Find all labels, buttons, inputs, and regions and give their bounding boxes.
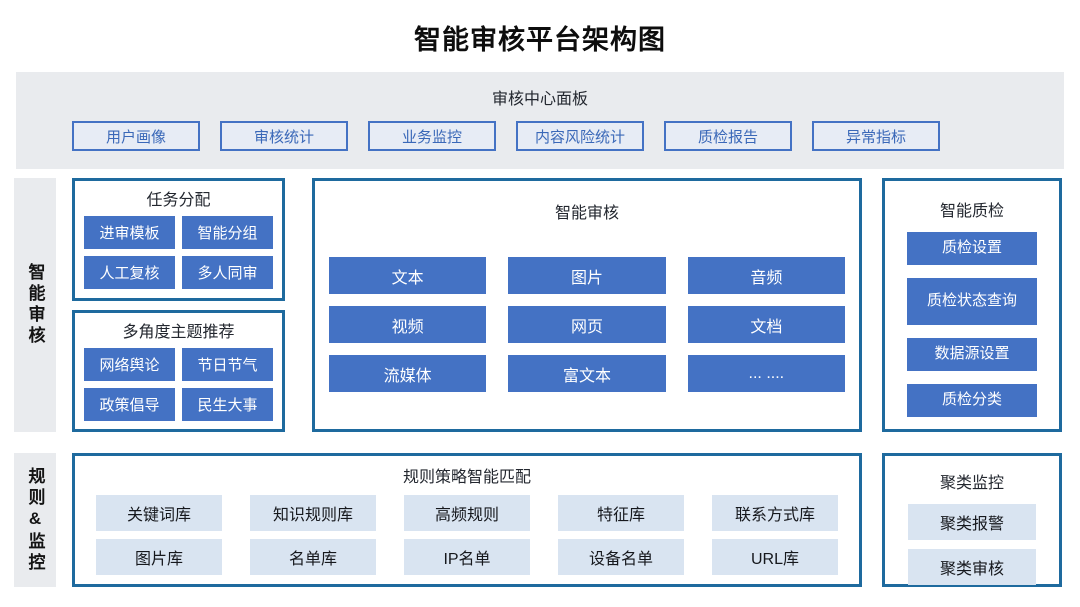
review-center-panel-buttons: 用户画像 审核统计 业务监控 内容风险统计 质检报告 异常指标 bbox=[72, 121, 940, 151]
topic-recommendation-grid: 网络舆论 节日节气 政策倡导 民生大事 bbox=[75, 348, 282, 421]
cluster-monitoring-title: 聚类监控 bbox=[939, 475, 1004, 492]
node-cluster-review: 聚类审核 bbox=[908, 549, 1036, 585]
intelligent-review-title: 智能审核 bbox=[554, 205, 619, 222]
node-ip-list: IP名单 bbox=[404, 539, 530, 575]
page-title: 智能审核平台架构图 bbox=[414, 25, 666, 55]
intelligent-review-box: 智能审核 文本 图片 音频 视频 网页 文档 流媒体 富文本 ... .... bbox=[312, 178, 862, 432]
node-qc-settings: 质检设置 bbox=[907, 232, 1037, 265]
node-smart-grouping: 智能分组 bbox=[182, 216, 273, 249]
node-qc-classification: 质检分类 bbox=[907, 384, 1037, 417]
node-webpage: 网页 bbox=[508, 306, 666, 343]
panel-node-review-stats: 审核统计 bbox=[220, 121, 348, 151]
node-text: 文本 bbox=[329, 257, 487, 294]
node-document: 文档 bbox=[687, 306, 845, 343]
node-online-opinion: 网络舆论 bbox=[84, 348, 175, 381]
node-review-template: 进审模板 bbox=[84, 216, 175, 249]
sidebar-section-rules-monitoring: 规则&监控 bbox=[14, 453, 56, 587]
panel-node-anomaly-metrics: 异常指标 bbox=[812, 121, 940, 151]
sidebar-section-label: 规则&监控 bbox=[25, 466, 45, 574]
node-knowledge-rule-library: 知识规则库 bbox=[250, 495, 376, 531]
quality-inspection-stack: 质检设置 质检状态查询 数据源设置 质检分类 bbox=[885, 232, 1059, 417]
node-rich-text: 富文本 bbox=[508, 355, 666, 392]
node-audio: 音频 bbox=[687, 257, 845, 294]
node-video: 视频 bbox=[329, 306, 487, 343]
rule-matching-title: 规则策略智能匹配 bbox=[402, 469, 531, 486]
sidebar-section-label: 智能审核 bbox=[25, 263, 45, 347]
task-allocation-title: 任务分配 bbox=[146, 192, 211, 209]
node-qc-status-query: 质检状态查询 bbox=[907, 278, 1037, 325]
node-contact-method-library: 联系方式库 bbox=[712, 495, 838, 531]
review-center-panel-title: 审核中心面板 bbox=[491, 91, 588, 108]
node-manual-recheck: 人工复核 bbox=[84, 256, 175, 289]
cluster-monitoring-stack: 聚类报警 聚类审核 bbox=[885, 504, 1059, 585]
review-center-panel: 审核中心面板 用户画像 审核统计 业务监控 内容风险统计 质检报告 异常指标 bbox=[16, 72, 1064, 169]
sidebar-section-intelligent-review: 智能审核 bbox=[14, 178, 56, 432]
node-keyword-library: 关键词库 bbox=[96, 495, 222, 531]
task-allocation-grid: 进审模板 智能分组 人工复核 多人同审 bbox=[75, 216, 282, 289]
node-livelihood-events: 民生大事 bbox=[182, 388, 273, 421]
node-data-source-settings: 数据源设置 bbox=[907, 338, 1037, 371]
panel-node-qc-report: 质检报告 bbox=[664, 121, 792, 151]
task-allocation-box: 任务分配 进审模板 智能分组 人工复核 多人同审 bbox=[72, 178, 285, 301]
node-device-list: 设备名单 bbox=[558, 539, 684, 575]
intelligent-review-grid: 文本 图片 音频 视频 网页 文档 流媒体 富文本 ... .... bbox=[315, 257, 859, 392]
node-feature-library: 特征库 bbox=[558, 495, 684, 531]
node-festivals: 节日节气 bbox=[182, 348, 273, 381]
node-cluster-alarm: 聚类报警 bbox=[908, 504, 1036, 540]
node-image: 图片 bbox=[508, 257, 666, 294]
quality-inspection-box: 智能质检 质检设置 质检状态查询 数据源设置 质检分类 bbox=[882, 178, 1062, 432]
rule-matching-box: 规则策略智能匹配 关键词库 知识规则库 高频规则 特征库 联系方式库 图片库 名… bbox=[72, 453, 862, 587]
rule-matching-grid: 关键词库 知识规则库 高频规则 特征库 联系方式库 图片库 名单库 IP名单 设… bbox=[75, 495, 859, 575]
node-image-library: 图片库 bbox=[96, 539, 222, 575]
node-multi-reviewer: 多人同审 bbox=[182, 256, 273, 289]
node-policy-advocacy: 政策倡导 bbox=[84, 388, 175, 421]
panel-node-user-profile: 用户画像 bbox=[72, 121, 200, 151]
topic-recommendation-title: 多角度主题推荐 bbox=[122, 324, 235, 341]
panel-node-business-monitoring: 业务监控 bbox=[368, 121, 496, 151]
node-list-library: 名单库 bbox=[250, 539, 376, 575]
topic-recommendation-box: 多角度主题推荐 网络舆论 节日节气 政策倡导 民生大事 bbox=[72, 310, 285, 432]
node-streaming-media: 流媒体 bbox=[329, 355, 487, 392]
cluster-monitoring-box: 聚类监控 聚类报警 聚类审核 bbox=[882, 453, 1062, 587]
panel-node-content-risk-stats: 内容风险统计 bbox=[516, 121, 644, 151]
node-high-frequency-rules: 高频规则 bbox=[404, 495, 530, 531]
node-url-library: URL库 bbox=[712, 539, 838, 575]
node-ellipsis: ... .... bbox=[687, 355, 845, 392]
quality-inspection-title: 智能质检 bbox=[939, 203, 1004, 220]
